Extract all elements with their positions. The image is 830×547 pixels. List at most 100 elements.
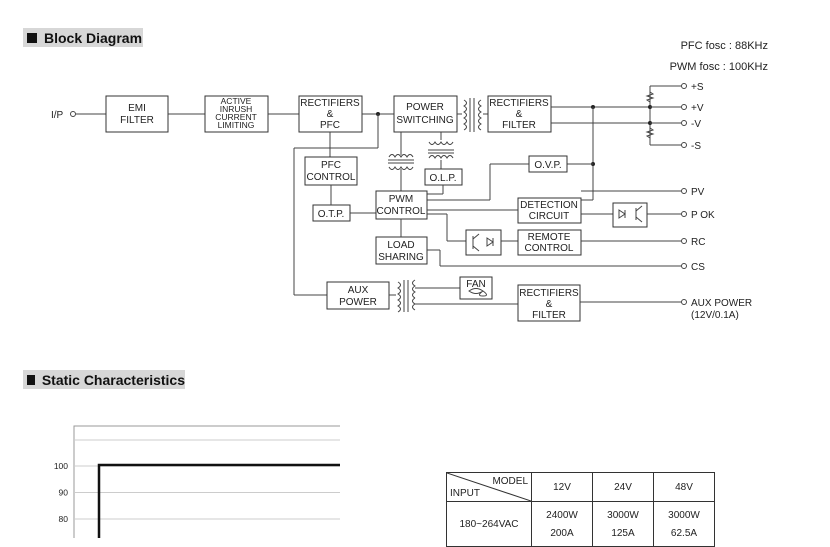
svg-text:FILTER: FILTER: [502, 120, 536, 131]
rc-optocoupler-icon: [465, 229, 502, 256]
svg-text:LIMITING: LIMITING: [218, 120, 255, 130]
ovp-block: O.V.P.: [528, 155, 568, 173]
power-switching-block: POWER SWITCHING: [393, 95, 458, 133]
block-diagram-title: Block Diagram: [44, 29, 143, 46]
derating-curve: [97, 463, 340, 538]
input-label: I/P: [51, 110, 64, 121]
block-diagram: PFC fosc : 88KHz PWM fosc : 100KHz I/P E…: [51, 40, 768, 322]
svg-text:O.L.P.: O.L.P.: [429, 173, 456, 184]
spec-table-corner-cell: MODEL INPUT: [446, 472, 532, 502]
spec-model-48v: 48V: [653, 472, 715, 502]
y-tick-label: 90: [59, 488, 69, 498]
remote-control-block: REMOTE CONTROL: [517, 229, 582, 256]
spec-header-model: MODEL: [492, 476, 528, 487]
spec-cell-12v: 2400W 200A: [531, 501, 593, 547]
svg-text:RECTIFIERS: RECTIFIERS: [519, 288, 579, 299]
svg-text:&: &: [546, 299, 553, 310]
terminal-plus-v: [681, 104, 687, 110]
input-terminal: [70, 111, 76, 117]
svg-text:CONTROL: CONTROL: [307, 172, 356, 183]
label-pv: PV: [691, 187, 705, 198]
svg-text:O.T.P.: O.T.P.: [318, 209, 345, 220]
label-plus-v: +V: [691, 103, 704, 114]
svg-text:&: &: [516, 109, 523, 120]
static-characteristics-header: Static Characteristics: [23, 370, 185, 389]
svg-text:FILTER: FILTER: [532, 310, 566, 321]
label-minus-s: -S: [691, 141, 701, 152]
svg-text:RECTIFIERS: RECTIFIERS: [300, 98, 360, 109]
terminal-rc: [681, 238, 687, 244]
terminal-cs: [681, 263, 687, 269]
svg-text:&: &: [327, 109, 334, 120]
label-pok: P OK: [691, 210, 715, 221]
y-tick-label: 80: [59, 514, 69, 524]
terminal-plus-s: [681, 83, 687, 89]
main-transformer-icon: [463, 98, 482, 132]
svg-text:SWITCHING: SWITCHING: [396, 115, 453, 126]
label-plus-s: +S: [691, 82, 704, 93]
terminal-pv: [681, 188, 687, 194]
static-characteristics-title: Static Characteristics: [41, 371, 185, 388]
otp-block: O.T.P.: [312, 204, 351, 222]
pwm-control-block: PWM CONTROL: [375, 190, 428, 220]
svg-text:EMI: EMI: [128, 103, 146, 114]
pok-optocoupler-icon: [612, 202, 648, 228]
svg-text:INRUSH: INRUSH: [220, 104, 253, 114]
svg-text:CIRCUIT: CIRCUIT: [529, 211, 570, 222]
svg-text:REMOTE: REMOTE: [528, 232, 571, 243]
inrush-limiting-block: ACTIVE INRUSH CURRENT LIMITING: [204, 95, 269, 133]
static-characteristics-chart: 100 90 80: [54, 425, 340, 538]
svg-text:POWER: POWER: [406, 102, 444, 113]
svg-text:POWER: POWER: [339, 297, 377, 308]
svg-text:RECTIFIERS: RECTIFIERS: [489, 98, 549, 109]
y-axis-ticks: 100 90 80: [54, 461, 68, 524]
svg-text:O.V.P.: O.V.P.: [534, 160, 561, 171]
spec-input-range: 180~264VAC: [446, 501, 532, 547]
svg-text:ACTIVE: ACTIVE: [221, 96, 252, 106]
spec-model-24v: 24V: [592, 472, 654, 502]
svg-text:CONTROL: CONTROL: [525, 243, 574, 254]
svg-text:SHARING: SHARING: [378, 252, 424, 263]
y-tick-label: 100: [54, 461, 68, 471]
freq-pfc-label: PFC fosc : 88KHz: [681, 40, 768, 52]
spec-header-input: INPUT: [450, 488, 480, 499]
current-sense-transformer-icon: [428, 141, 454, 159]
svg-text:LOAD: LOAD: [387, 240, 414, 251]
label-rc: RC: [691, 237, 705, 248]
label-minus-v: -V: [691, 119, 701, 130]
svg-text:PFC: PFC: [320, 120, 340, 131]
label-aux-power: AUX POWER: [691, 298, 752, 309]
terminal-minus-s: [681, 142, 687, 148]
terminal-aux-power: [681, 299, 687, 305]
plot-area: [73, 425, 340, 538]
detection-circuit-block: DETECTION CIRCUIT: [517, 197, 582, 224]
svg-text:CONTROL: CONTROL: [377, 206, 426, 217]
label-cs: CS: [691, 262, 705, 273]
svg-text:AUX: AUX: [348, 285, 369, 296]
terminal-pok: [681, 211, 687, 217]
freq-pwm-label: PWM fosc : 100KHz: [670, 61, 768, 73]
aux-transformer-icon: [397, 279, 416, 313]
pfc-control-block: PFC CONTROL: [304, 156, 358, 186]
svg-text:PFC: PFC: [321, 160, 341, 171]
svg-text:PWM: PWM: [389, 194, 413, 205]
svg-text:FILTER: FILTER: [120, 115, 154, 126]
terminal-minus-v: [681, 120, 687, 126]
pwm-drive-transformer-icon: [388, 154, 414, 170]
olp-block: O.L.P.: [424, 168, 463, 186]
block-diagram-header: Block Diagram: [23, 28, 143, 47]
rectifiers-pfc-block: RECTIFIERS & PFC: [298, 95, 363, 133]
label-aux-power-rating: (12V/0.1A): [691, 310, 739, 321]
fan-block: FAN: [459, 276, 493, 300]
svg-text:FAN: FAN: [466, 279, 485, 290]
fan-icon: [468, 288, 487, 297]
aux-power-block: AUX POWER: [326, 281, 390, 310]
rectifiers-filter-main-block: RECTIFIERS & FILTER: [487, 95, 552, 133]
spec-model-12v: 12V: [531, 472, 593, 502]
header-square-icon: [27, 32, 37, 43]
spec-cell-24v: 3000W 125A: [592, 501, 654, 547]
emi-filter-block: EMI FILTER: [105, 95, 169, 133]
svg-text:CURRENT: CURRENT: [215, 112, 257, 122]
grid: [74, 439, 340, 520]
spec-cell-48v: 3000W 62.5A: [653, 501, 715, 547]
